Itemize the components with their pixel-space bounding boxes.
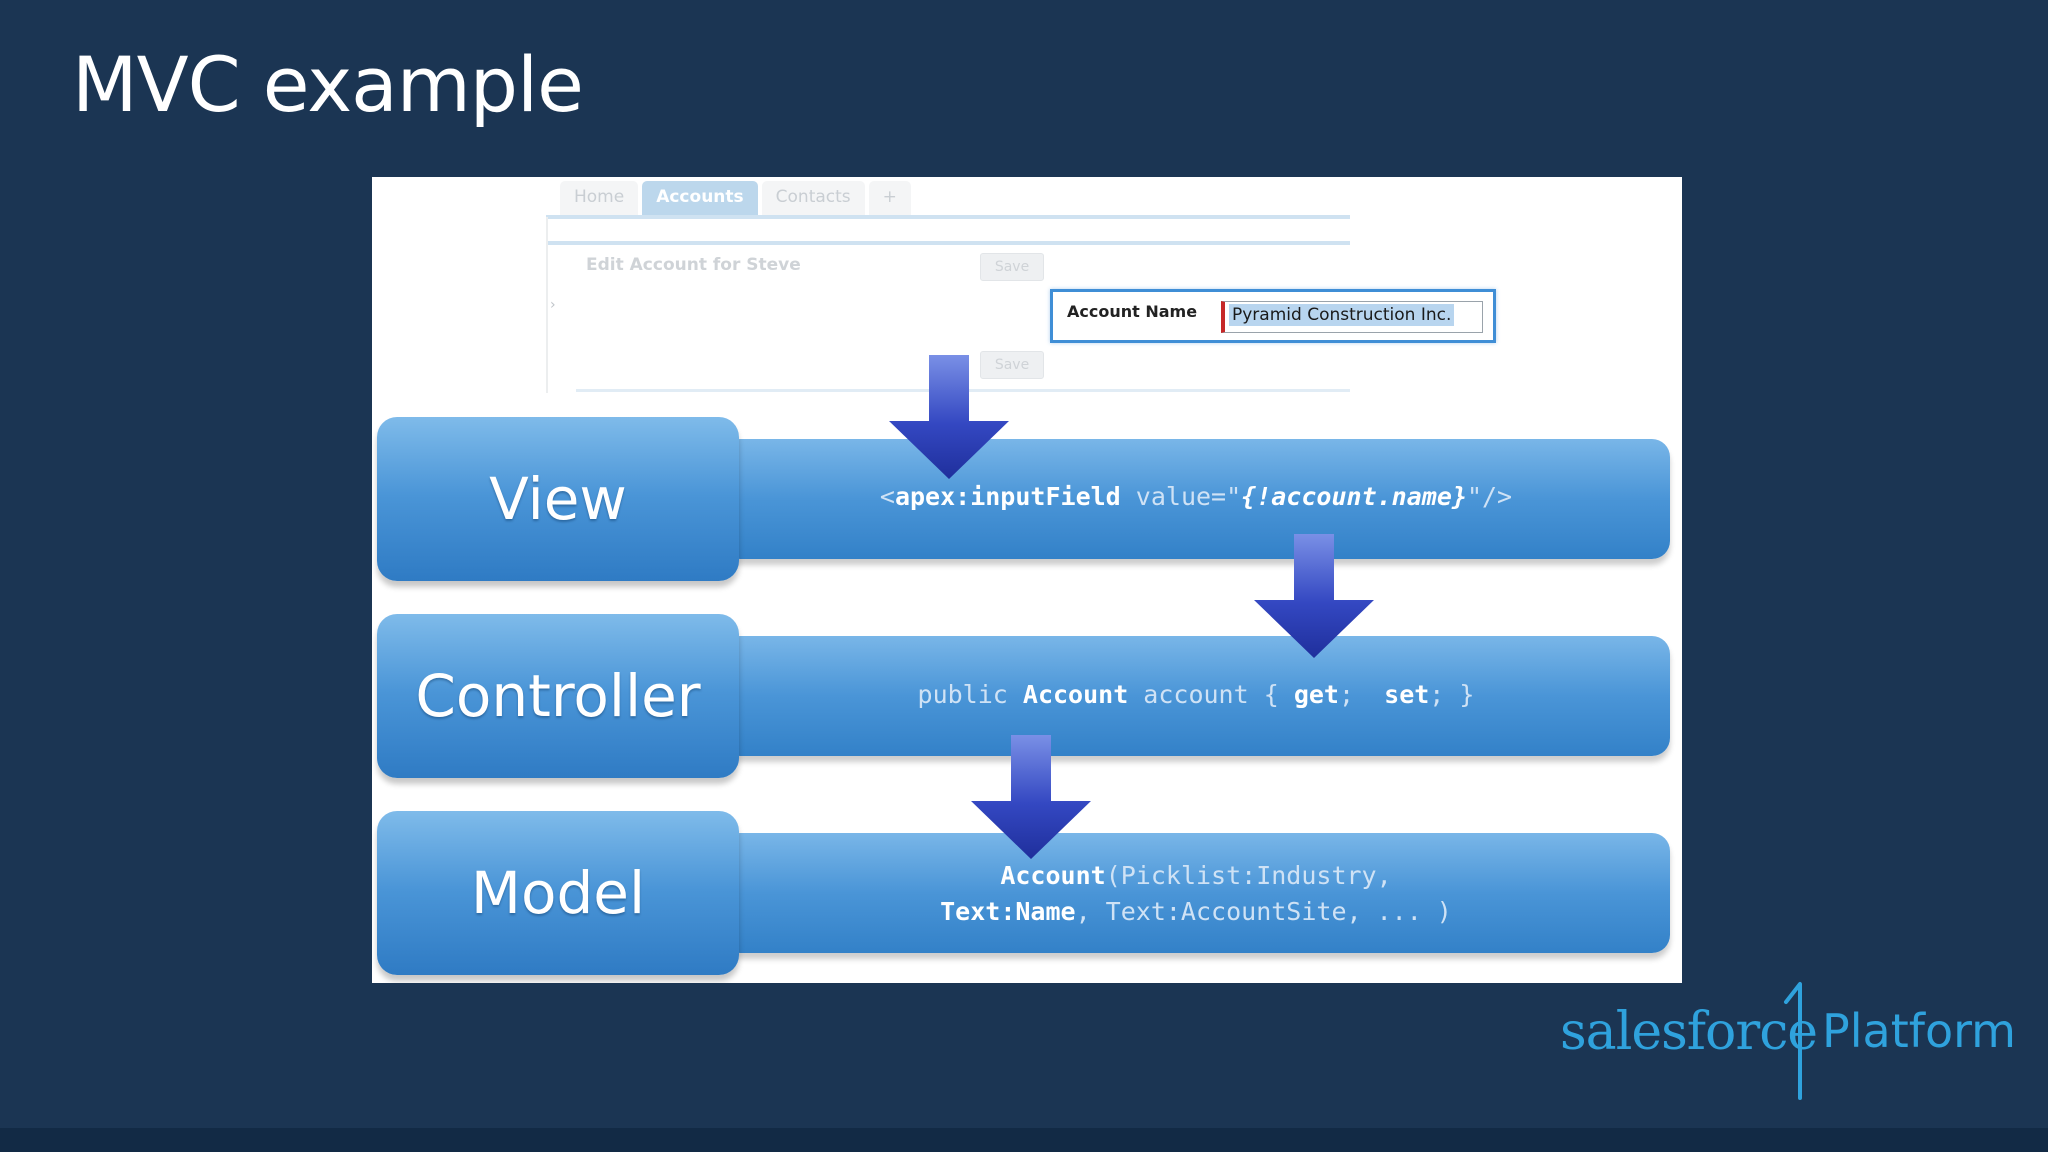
code-token: apex:inputField [894, 482, 1121, 511]
mock-save-button-top: Save [980, 253, 1044, 281]
mock-edit-page-screenshot: Home Accounts Contacts + › Edit Account … [546, 177, 1496, 395]
code-token: (Picklist:Industry, [1105, 861, 1392, 890]
code-token: value=" [1120, 482, 1242, 511]
mock-edit-heading: Edit Account for Steve [586, 255, 801, 275]
account-name-input: Pyramid Construction Inc. [1221, 301, 1483, 333]
controller-layer-label: Controller [377, 614, 739, 778]
mvc-diagram: Home Accounts Contacts + › Edit Account … [372, 177, 1682, 983]
slide-title: MVC example [72, 40, 584, 129]
code-token: account { [1128, 680, 1294, 709]
code-token: ; [1338, 680, 1385, 709]
view-code-bar [722, 439, 1670, 559]
code-token: {!account.name} [1241, 482, 1467, 511]
footer-strip [0, 1128, 2048, 1152]
model-layer-label: Model [377, 811, 739, 975]
chevron-right-icon: › [550, 297, 556, 313]
account-name-value: Pyramid Construction Inc. [1229, 304, 1455, 326]
mock-tab-more: + [868, 181, 911, 215]
account-name-highlight: Account Name Pyramid Construction Inc. [1050, 289, 1496, 343]
code-token: "/> [1466, 482, 1513, 511]
code-token: public [917, 680, 1023, 709]
logo-brand-text: salesforce [1560, 1002, 1818, 1062]
view-layer-label: View [377, 417, 739, 581]
mock-divider [546, 241, 1350, 245]
code-token: , Text:AccountSite, ... ) [1075, 897, 1452, 926]
mock-tab-bar: Home Accounts Contacts + [560, 181, 911, 215]
mock-tab-contacts: Contacts [761, 181, 865, 215]
code-token: < [879, 482, 895, 511]
account-name-label: Account Name [1067, 302, 1198, 321]
code-token: Text:Name [940, 897, 1076, 926]
mock-tab-accounts: Accounts [642, 181, 758, 215]
controller-code-bar [722, 636, 1670, 756]
model-code-line-1: Account(Picklist:Industry, [722, 861, 1670, 890]
logo-product-text: Platform [1822, 1004, 2016, 1058]
model-code-bar [722, 833, 1670, 953]
model-code-line-2: Text:Name, Text:AccountSite, ... ) [722, 897, 1670, 926]
code-token: set [1384, 680, 1430, 709]
mock-sidebar-edge [546, 217, 548, 393]
salesforce1-platform-logo: salesforce Platform [1560, 980, 2016, 1100]
code-token: ; } [1429, 680, 1475, 709]
view-code: <apex:inputField value="{!account.name}"… [722, 482, 1670, 511]
code-token: Account [1022, 680, 1129, 709]
logo-one-mark [1784, 982, 1802, 1100]
down-arrow-icon [1254, 534, 1374, 658]
code-token: Account [1000, 861, 1106, 890]
code-token: get [1293, 680, 1339, 709]
down-arrow-icon [971, 735, 1091, 859]
controller-code: public Account account { get; set; } [722, 680, 1670, 709]
mock-divider [546, 215, 1350, 219]
mock-save-button-bottom: Save [980, 351, 1044, 379]
down-arrow-icon [889, 355, 1009, 479]
mock-tab-home: Home [560, 181, 639, 215]
